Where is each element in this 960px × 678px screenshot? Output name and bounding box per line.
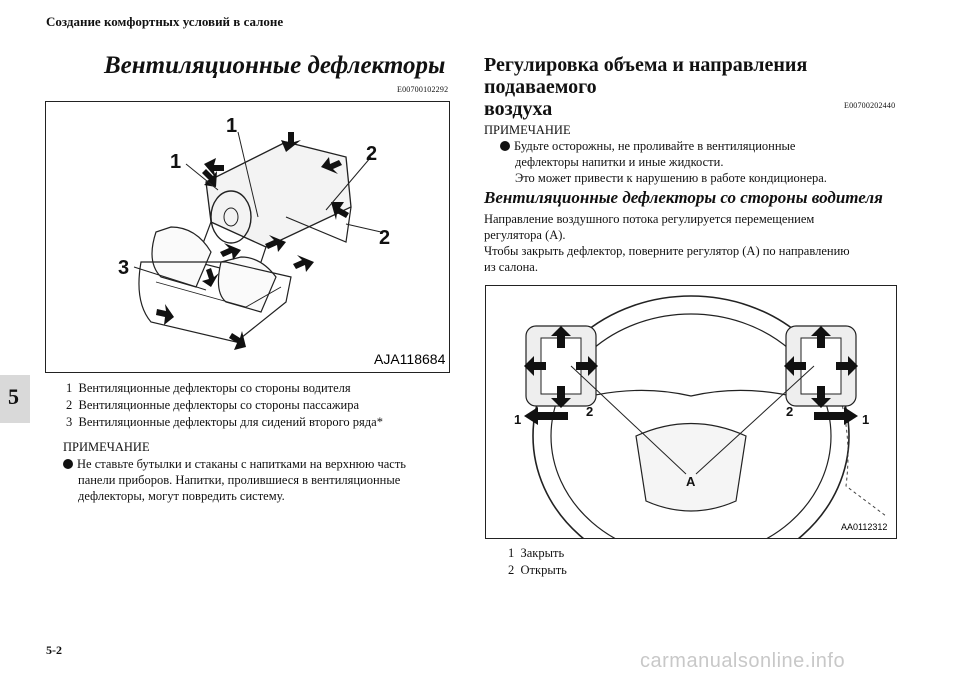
leader-lines: [133, 131, 382, 291]
vents-overview-figure: 1 1 2 2 3 AJA118684: [45, 101, 450, 373]
note-line: панели приборов. Напитки, пролившиеся в …: [78, 473, 401, 487]
steering-hub: [223, 207, 239, 227]
steering-wheel: [210, 190, 252, 244]
console-shape: [285, 206, 352, 243]
front-seat-right: [217, 256, 277, 313]
callout-2b: 2: [379, 227, 390, 249]
direction-arrows: [524, 326, 858, 425]
note-line: дефлекторы, могут повредить систему.: [78, 489, 285, 503]
running-header: Создание комфортных условий в салоне: [46, 14, 284, 29]
rear-seat: [138, 261, 292, 343]
label-open-left: 2: [586, 404, 593, 419]
callout-1a: 1: [226, 115, 237, 137]
callout-1b: 1: [170, 151, 181, 173]
note-line: Будьте осторожны, не проливайте в вентил…: [514, 139, 796, 153]
label-knob: A: [686, 474, 696, 489]
figure-code: AJA118684: [374, 351, 446, 367]
left-legend: 1 Вентиляционные дефлекторы со стороны в…: [66, 380, 456, 431]
wheel-spoke: [555, 389, 827, 407]
watermark: carmanualsonline.info: [640, 650, 846, 672]
page-number: 5-2: [46, 643, 62, 657]
driver-vents-figure: 1 2 2 1 A AA0112312: [485, 285, 897, 577]
callout-2a: 2: [366, 143, 377, 165]
dashboard-shape: [205, 141, 352, 248]
legend-item: 3 Вентиляционные дефлекторы для сидений …: [66, 415, 383, 429]
arrow-icon: [202, 268, 219, 287]
label-close-left: 1: [514, 412, 521, 427]
callout-3: 3: [118, 257, 129, 279]
right-section-code: E00700202440: [844, 101, 896, 110]
label-close-right: 1: [862, 412, 869, 427]
arrow-icon: [331, 202, 349, 220]
driver-vents-illustration: 1 2 2 1 A AA0112312: [514, 295, 887, 577]
legend-item: 1 Вентиляционные дефлекторы со стороны в…: [66, 381, 351, 395]
paragraph-line: из салона.: [484, 260, 538, 274]
label-open-right: 2: [786, 404, 793, 419]
note-line: дефлекторы напитки и иные жидкости.: [515, 155, 724, 169]
front-seat-left: [151, 226, 212, 288]
right-heading-line: воздуха: [484, 98, 553, 120]
right-subheading: Вентиляционные дефлекторы со стороны вод…: [484, 188, 883, 207]
figure-code: AA0112312: [841, 522, 887, 532]
close-arrow-left: [524, 407, 568, 425]
right-note-title: ПРИМЕЧАНИЕ: [484, 123, 571, 137]
knob-leaders: [570, 365, 815, 475]
arrow-icon: [204, 158, 224, 178]
arrow-icon: [229, 331, 246, 350]
left-section-code: E00700102292: [397, 85, 449, 94]
left-heading: Вентиляционные дефлекторы: [104, 52, 446, 79]
rear-seat-crease: [155, 281, 282, 308]
left-note-title: ПРИМЕЧАНИЕ: [63, 440, 150, 454]
bullet-icon: [500, 141, 510, 151]
legend-item: 1 Закрыть: [508, 546, 565, 560]
arrow-icon: [265, 235, 286, 252]
arrow-icon: [202, 169, 217, 187]
note-line: Не ставьте бутылки и стаканы с напитками…: [77, 457, 406, 471]
paragraph-line: регулятора (A).: [484, 228, 566, 242]
bullet-icon: [63, 459, 73, 469]
vents-overview-illustration: 1 1 2 2 3 AJA118684: [118, 115, 446, 367]
note-line: Это может привести к нарушению в работе …: [515, 171, 827, 185]
close-arrow-right: [814, 407, 858, 425]
airflow-arrows: [156, 132, 349, 350]
arrow-icon: [321, 157, 342, 174]
legend-item: 2 Вентиляционные дефлекторы со стороны п…: [66, 398, 360, 412]
arrow-icon: [281, 132, 301, 152]
chapter-number: 5: [8, 384, 19, 409]
right-paragraph: Направление воздушного потока регулирует…: [484, 211, 904, 275]
paragraph-line: Чтобы закрыть дефлектор, поверните регул…: [484, 244, 850, 258]
arrow-icon: [293, 255, 314, 272]
right-heading: Регулировка объема и направления подавае…: [484, 54, 904, 120]
chapter-tab: [0, 375, 30, 423]
right-note-body: Будьте осторожны, не проливайте в вентил…: [500, 138, 910, 186]
right-heading-line: Регулировка объема и направления подавае…: [484, 54, 808, 98]
arrow-icon: [156, 304, 174, 325]
paragraph-line: Направление воздушного потока регулирует…: [484, 212, 815, 226]
arrow-icon: [220, 243, 241, 260]
left-note-body: Не ставьте бутылки и стаканы с напитками…: [63, 456, 463, 504]
legend-item: 2 Открыть: [508, 563, 567, 577]
wheel-hub: [635, 423, 747, 512]
right-legend: 1 Закрыть 2 Открыть: [508, 545, 567, 579]
